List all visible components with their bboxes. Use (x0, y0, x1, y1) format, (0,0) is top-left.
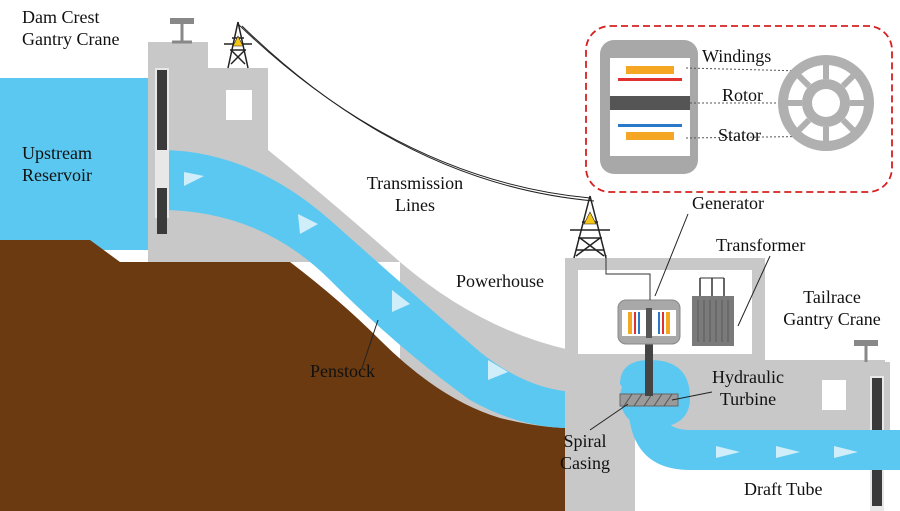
generator-wiring (605, 255, 651, 300)
label-upstream-line1: Upstream (22, 143, 92, 163)
warning-sign-powerhouse (583, 211, 597, 225)
transformer (692, 278, 734, 346)
intake-gate-slot-bottom (157, 188, 167, 234)
label-transmission-line2: Lines (395, 195, 435, 215)
tailrace-building (800, 362, 890, 511)
label-transformer: Transformer (716, 235, 806, 255)
label-draft-tube: Draft Tube (744, 479, 823, 499)
label-transmission-lines: Transmission Lines (350, 172, 480, 216)
turbine-shaft (645, 340, 653, 396)
generator (617, 299, 681, 345)
generator-detail-callout (585, 25, 893, 193)
label-upstream-line2: Reservoir (22, 165, 92, 185)
label-turbine-line2: Turbine (719, 389, 777, 409)
tailrace-gantry-crane (854, 340, 878, 362)
label-powerhouse: Powerhouse (456, 271, 544, 291)
generator-cross-section (778, 55, 874, 151)
label-tailrace-line1: Tailrace (803, 287, 861, 307)
dam-crest-gantry-crane (170, 18, 194, 44)
label-windings: Windings (702, 46, 772, 66)
ground-soil (0, 240, 570, 511)
label-tailrace-crane: Tailrace Gantry Crane (772, 286, 892, 330)
transmission-cables (237, 23, 595, 202)
warning-sign-dam (232, 35, 244, 47)
label-spiral-line1: Spiral (563, 431, 607, 451)
intake-gate-slot-top (157, 70, 167, 150)
penstock-pipe (160, 150, 620, 428)
label-rotor: Rotor (722, 85, 764, 105)
penstock-flow-arrows (184, 172, 508, 380)
label-dam-crest-crane: Dam Crest Gantry Crane (22, 6, 119, 50)
leader-lines (361, 213, 771, 431)
label-spiral-line2: Casing (559, 453, 610, 473)
draft-tube-flow-arrows (716, 446, 858, 458)
upstream-reservoir-water (0, 78, 160, 250)
label-turbine-line1: Hydraulic (712, 367, 784, 387)
label-hydraulic-turbine: Hydraulic Turbine (688, 366, 808, 410)
transmission-tower-dam (224, 21, 252, 69)
label-stator: Stator (718, 125, 761, 145)
label-dam-crest-line1: Dam Crest (22, 7, 100, 27)
label-spiral-casing: Spiral Casing (545, 430, 625, 474)
transmission-tower-powerhouse (570, 195, 610, 259)
label-dam-crest-line2: Gantry Crane (22, 29, 120, 49)
label-penstock: Penstock (310, 361, 375, 381)
label-tailrace-line2: Gantry Crane (783, 309, 881, 329)
label-upstream-reservoir: Upstream Reservoir (22, 142, 92, 186)
label-transmission-line1: Transmission (366, 173, 464, 193)
turbine-hatch (623, 393, 673, 407)
dam-window (226, 90, 252, 120)
label-generator: Generator (692, 193, 764, 213)
